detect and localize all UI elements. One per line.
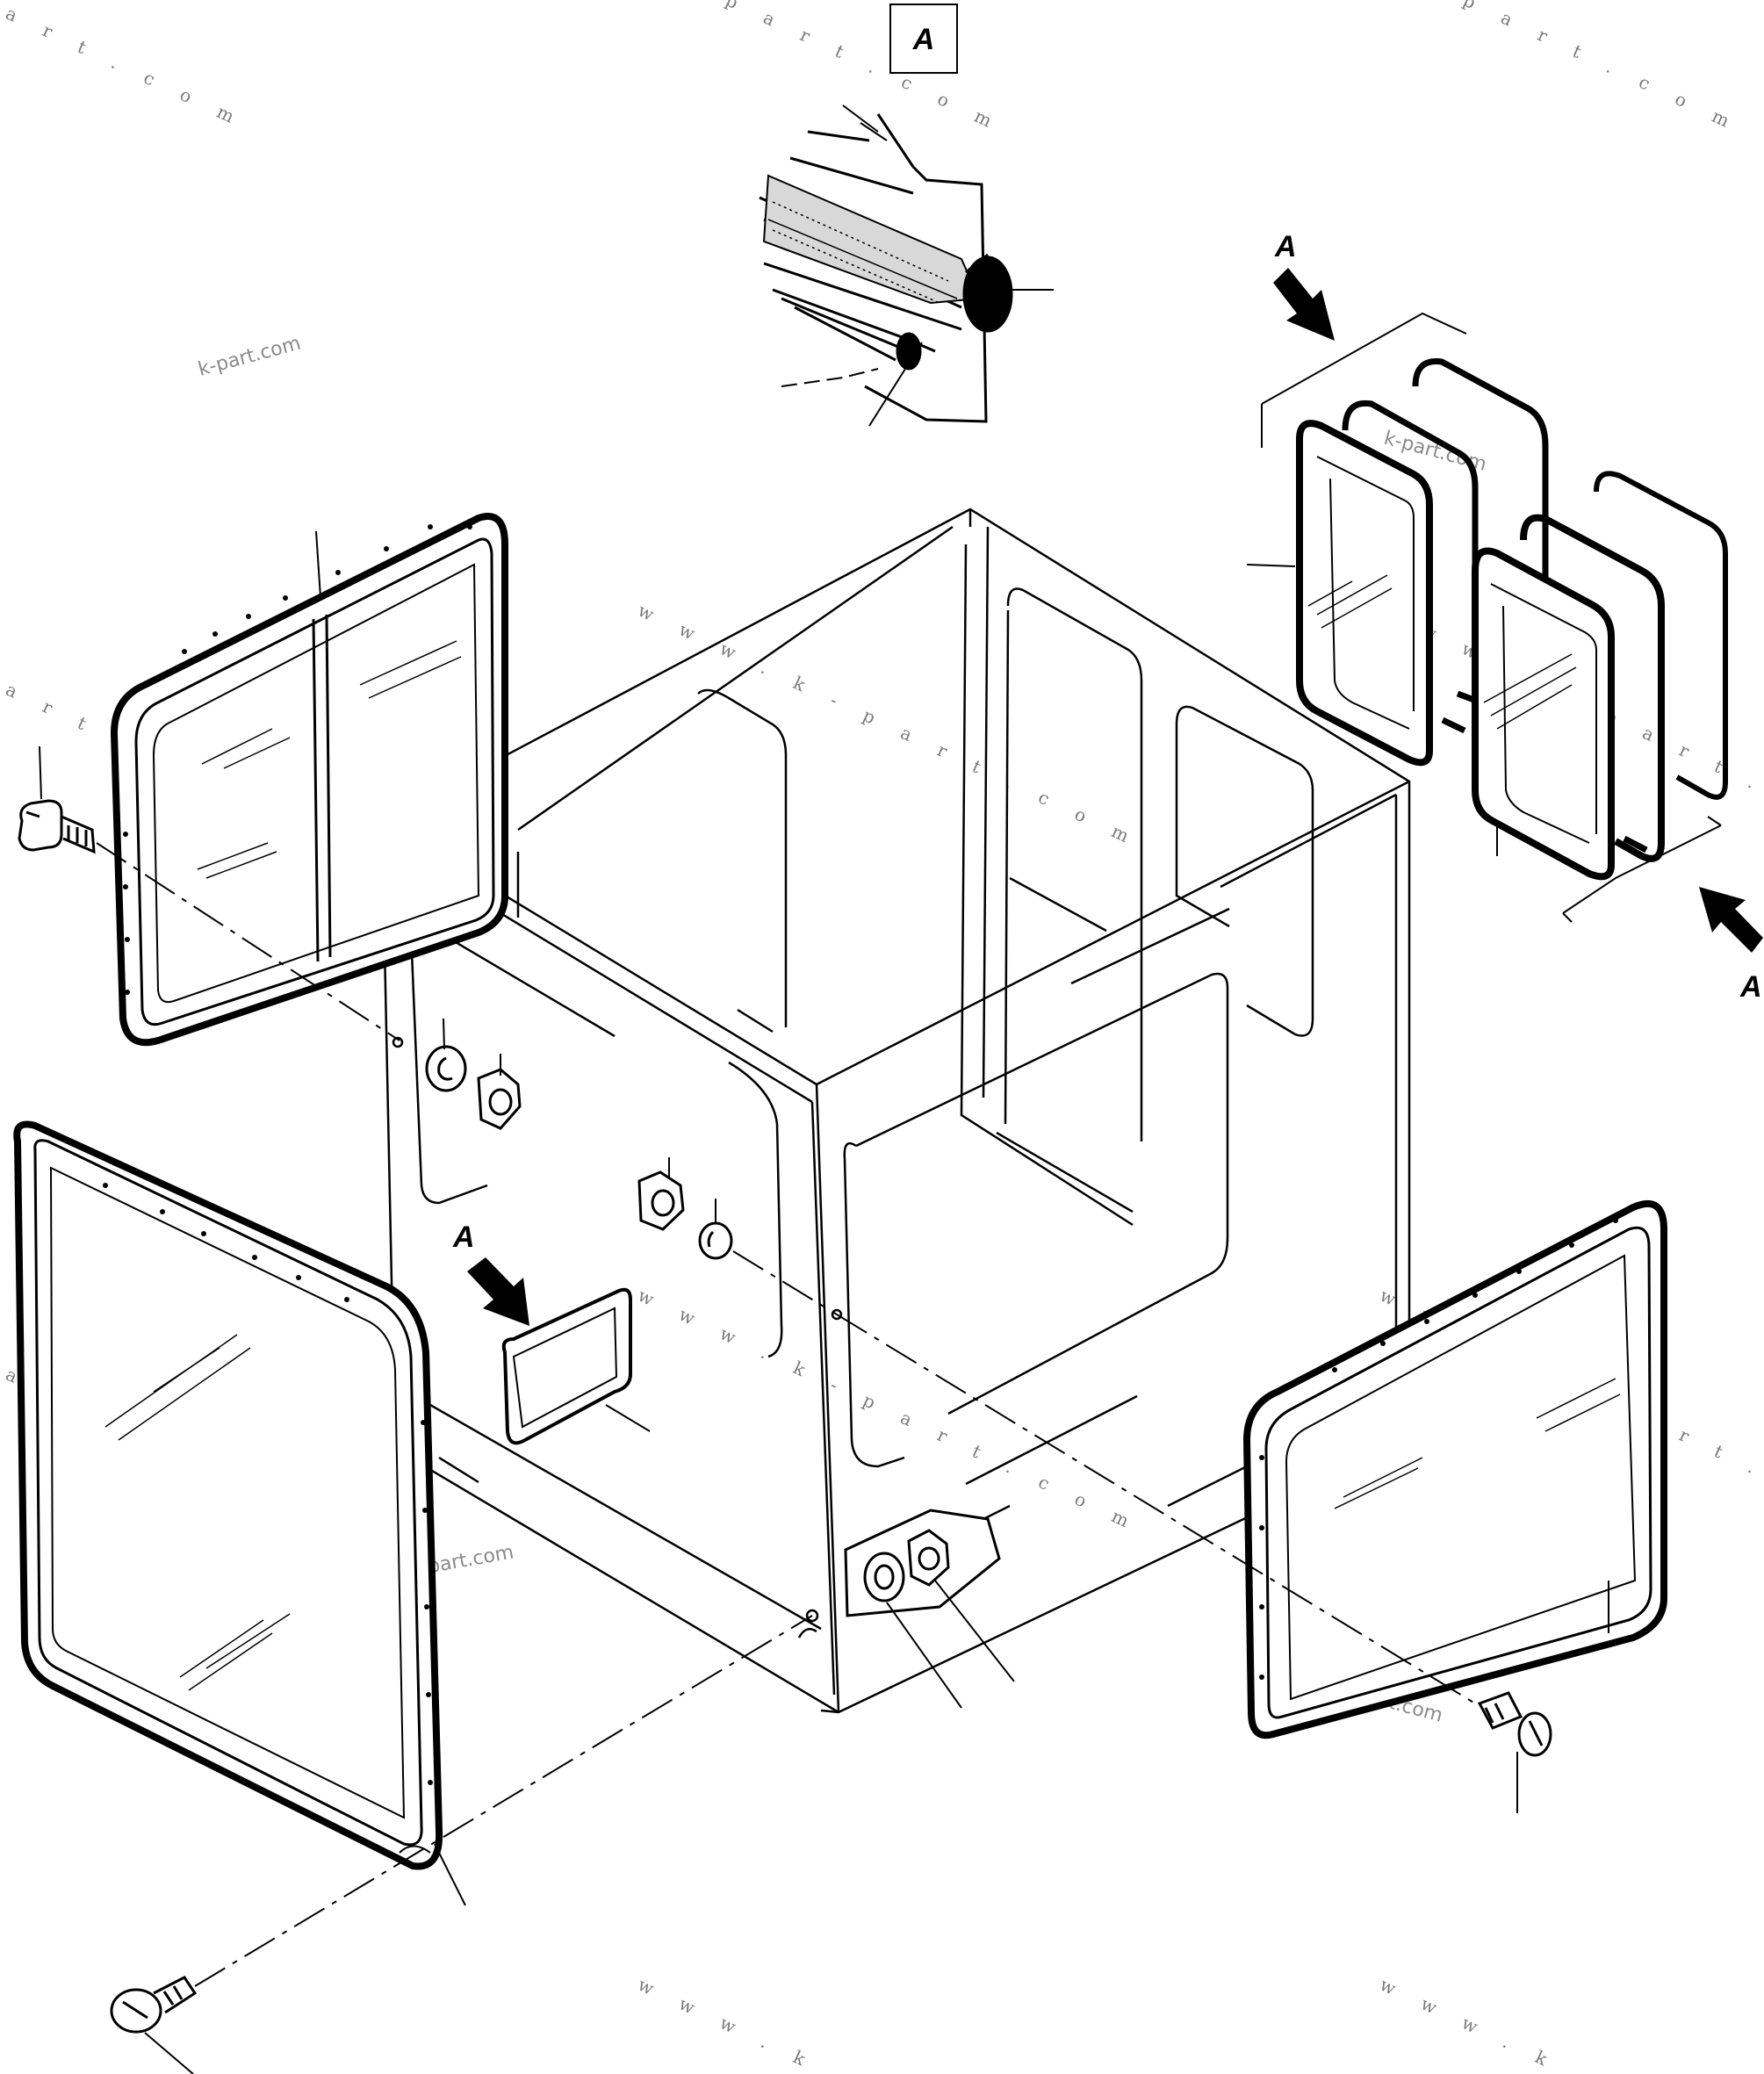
screw-lower-right xyxy=(1477,1691,1552,1813)
assembly-line-front-right xyxy=(732,1250,838,1315)
front-view-label: A xyxy=(452,1221,475,1254)
front-small-window: A xyxy=(452,1221,651,1445)
assembly-line-upper-left xyxy=(96,842,400,1041)
right-window xyxy=(1242,1200,1667,1739)
watermark-center-mid: w w w . k - p a r t . c o m xyxy=(635,1285,1143,1537)
watermark-top-left: a r t . c o m xyxy=(3,3,248,133)
assembly-line-lower-left xyxy=(194,1615,813,1987)
upper-left-window xyxy=(110,513,508,1047)
watermark-center-top: w w w . k - p a r t . c o m xyxy=(635,600,1143,852)
upper-right-view-label: A xyxy=(1274,230,1297,263)
watermark-top-center: p a r t . c o m xyxy=(723,0,1006,136)
detail-view-label: A xyxy=(912,23,935,56)
arrow-front xyxy=(467,1257,529,1326)
bracket-washer-nut-lower xyxy=(844,1509,1015,1709)
screw-upper-left xyxy=(18,745,96,854)
right-view-label: A xyxy=(1739,970,1762,1004)
assembly-line-right xyxy=(836,1314,1476,1704)
arrow-right xyxy=(1699,887,1763,953)
detail-a-seal-section xyxy=(759,104,1054,427)
watermark-top-right: p a r t . c o m xyxy=(1460,0,1744,136)
lower-left-big-window xyxy=(13,1120,466,1906)
washer-nut-front xyxy=(637,1157,733,1260)
watermark-bottom-center: w w w . k - p a r xyxy=(635,1974,961,2074)
small-window-glass-left xyxy=(1296,420,1433,767)
watermark-bottom-right: w w w . k - p a r xyxy=(1377,1974,1703,2074)
arrow-upper-right xyxy=(1273,268,1335,341)
small-window-glass-right xyxy=(1472,547,1615,881)
small-window-set-exploded: A A xyxy=(1246,230,1763,1004)
screw-bottom-left xyxy=(110,1976,198,2074)
detail-view-label-box: A xyxy=(889,4,958,74)
watermark-left-upper: k-part.com xyxy=(196,333,303,381)
washer-nut-upper xyxy=(425,1018,522,1130)
